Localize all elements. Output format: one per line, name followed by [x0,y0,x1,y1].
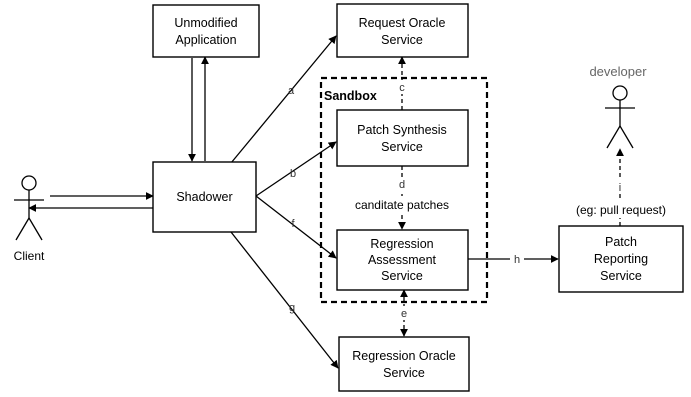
label-d-bg [396,177,408,191]
candidate-patches-label: canditate patches [355,198,449,212]
label-e-bg [398,306,410,320]
patch-reporting-line-1: Patch [605,235,637,249]
sandbox-label: Sandbox [324,89,377,103]
candidate-patches-bg [348,196,456,213]
edge-b [255,141,337,197]
node-patch-synthesis: Patch Synthesis Service [336,109,469,167]
edge-a [230,35,337,164]
node-regression-oracle: Regression Oracle Service [338,336,470,392]
developer-actor-icon [605,85,635,149]
edge-label-e: e [401,308,407,320]
patch-synthesis-line-1: Patch Synthesis [357,123,447,137]
label-i-bg [614,180,626,194]
node-request-oracle: Request Oracle Service [336,3,469,58]
label-c-bg [396,80,408,94]
patch-synthesis-line-2: Service [381,140,423,154]
edge-label-g: g [289,302,295,314]
regression-assessment-line-2: Assessment [368,253,437,267]
edge-label-c: c [399,82,405,94]
pull-request-bg [566,201,676,218]
client-label: Client [14,249,45,263]
patch-reporting-line-2: Reporting [594,252,648,266]
client-actor-icon [14,175,44,241]
request-oracle-line-2: Service [381,33,423,47]
edge-label-h: h [514,254,520,266]
patch-reporting-line-3: Service [600,269,642,283]
request-oracle-line-1: Request Oracle [359,16,446,30]
pull-request-note: (eg: pull request) [576,203,666,217]
regression-assessment-line-3: Service [381,269,423,283]
unmodified-app-line-1: Unmodified [174,16,237,30]
edge-label-a: a [288,85,295,97]
node-patch-reporting: Patch Reporting Service [558,225,684,293]
edge-f [255,195,337,259]
shadower-label: Shadower [176,190,232,204]
edge-label-i: i [619,182,621,194]
regression-oracle-line-2: Service [383,366,425,380]
edge-label-d: d [399,179,405,191]
edge-label-f: f [291,218,295,230]
node-regression-assessment: Regression Assessment Service [336,229,469,291]
regression-oracle-line-1: Regression Oracle [352,349,456,363]
node-unmodified-application: Unmodified Application [152,4,260,58]
edge-label-b: b [290,168,296,180]
label-h-bg [510,252,524,266]
edge-g [230,231,339,369]
unmodified-app-line-2: Application [175,33,236,47]
edges [28,35,624,369]
regression-assessment-line-1: Regression [370,237,433,251]
node-shadower: Shadower [152,161,257,233]
developer-label: developer [589,64,647,79]
